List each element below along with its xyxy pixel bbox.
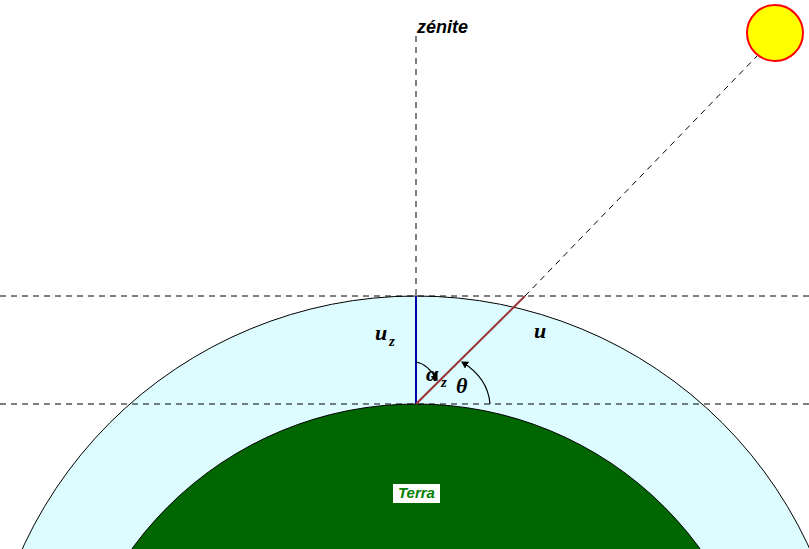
sun-ray	[525, 56, 757, 296]
atmosphere	[0, 296, 809, 549]
u-vector	[416, 296, 525, 404]
sun	[747, 5, 803, 61]
vector-label: u	[375, 322, 387, 344]
subscript-label: z	[441, 375, 447, 390]
dashed-horizon-top	[0, 296, 809, 297]
zenith-label: zénite	[417, 18, 468, 36]
earth	[65, 404, 767, 549]
uz-vector	[415, 296, 417, 404]
earth-label: Terra	[398, 485, 435, 502]
zenith-line	[416, 36, 417, 296]
earth-label-box: Terra	[392, 483, 441, 504]
angle-label: α	[426, 363, 438, 385]
vector-label: u	[534, 320, 546, 342]
dashed-horizon	[0, 404, 809, 405]
subscript-label: z	[389, 334, 395, 349]
angle-label: θ	[456, 375, 467, 397]
